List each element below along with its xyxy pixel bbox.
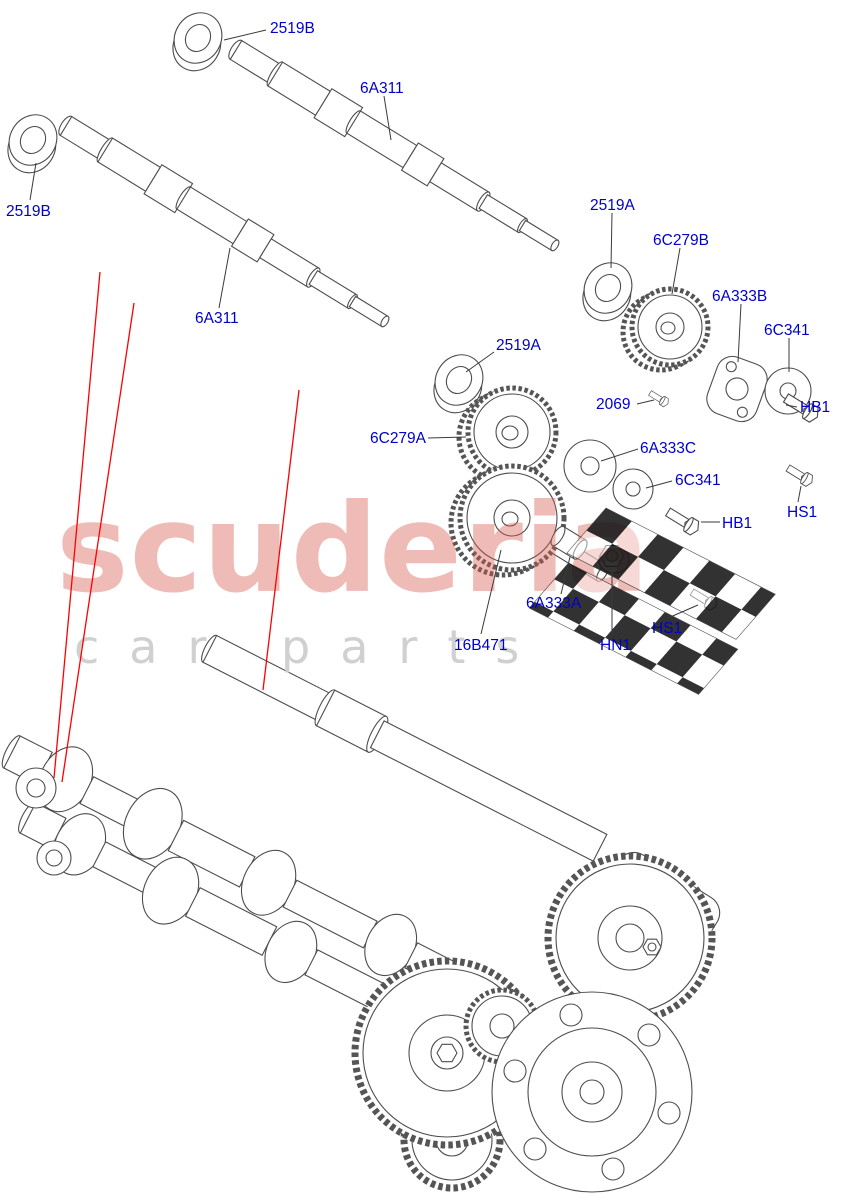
part-label-2519a-10[interactable]: 2519A: [496, 337, 541, 354]
part-label-2069-8[interactable]: 2069: [596, 396, 631, 413]
part-label-hb1-14[interactable]: HB1: [722, 515, 753, 532]
washer-6c341-lower: [612, 468, 654, 510]
gear-6c279b: [620, 286, 711, 373]
assembled-unit: [1, 634, 721, 1193]
part-label-6c279b-4[interactable]: 6C279B: [653, 232, 710, 249]
part-label-2519b-2[interactable]: 2519B: [6, 203, 51, 220]
part-label-6a311-1[interactable]: 6A311: [360, 80, 404, 97]
hub-flange: [491, 991, 693, 1193]
part-label-2519b-0[interactable]: 2519B: [270, 20, 315, 37]
part-label-6a333a-16[interactable]: 6A333A: [526, 595, 582, 612]
part-label-6a311-9[interactable]: 6A311: [195, 310, 239, 327]
part-label-16b471-18[interactable]: 16B471: [454, 637, 508, 654]
part-label-2519a-3[interactable]: 2519A: [590, 197, 635, 214]
part-label-hs1-17[interactable]: HS1: [652, 620, 683, 637]
part-label-hn1-19[interactable]: HN1: [600, 637, 632, 654]
plate-6a333b: [706, 355, 768, 423]
part-label-hs1-15[interactable]: HS1: [787, 504, 818, 521]
part-label-6a333b-5[interactable]: 6A333B: [712, 288, 768, 305]
assembled-gear-train: [351, 851, 721, 1193]
part-label-6c341-13[interactable]: 6C341: [675, 472, 721, 489]
part-label-6a333c-12[interactable]: 6A333C: [640, 440, 697, 457]
gear-6c279a: [456, 385, 559, 484]
part-label-6c279a-11[interactable]: 6C279A: [370, 430, 427, 447]
part-label-hb1-7[interactable]: HB1: [800, 399, 831, 416]
gear-16b471: [448, 463, 609, 582]
part-label-6c341-6[interactable]: 6C341: [764, 322, 810, 339]
